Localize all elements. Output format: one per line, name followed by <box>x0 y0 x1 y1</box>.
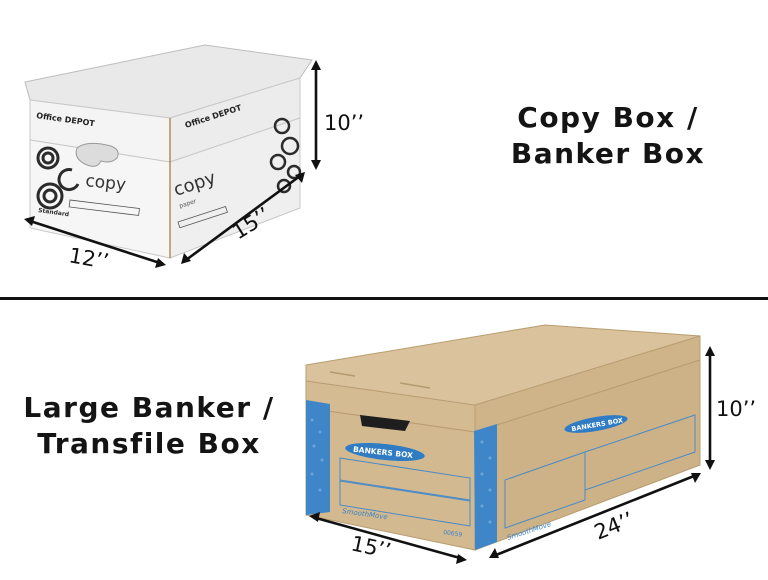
copy-box-width-label: 12’’ <box>67 243 111 274</box>
transfile-box-length-label: 24’’ <box>591 507 637 544</box>
copy-box-title-line1: Copy Box / <box>517 101 699 134</box>
transfile-box-width-label: 15’’ <box>349 531 393 563</box>
copy-box-section: Office DEPOT Office DEPOT copy copy pape… <box>24 44 738 274</box>
grade-label: Standard <box>38 207 70 218</box>
copy-label-front: copy <box>84 171 126 195</box>
copy-box-illustration: Office DEPOT Office DEPOT copy copy pape… <box>24 44 364 274</box>
section-divider <box>0 297 768 300</box>
copy-box-title-line2: Banker Box <box>510 137 706 170</box>
transfile-box-title-line1: Large Banker / <box>23 391 275 424</box>
copy-box-height-label: 10’’ <box>324 111 364 135</box>
model-number-label: 00659 <box>443 529 463 539</box>
transfile-box-height-label: 10’’ <box>716 397 756 421</box>
transfile-box-title: Large Banker / Transfile Box <box>4 390 294 462</box>
copy-box-title: Copy Box / Banker Box <box>478 100 738 172</box>
transfile-box-section: BANKERS BOX BANKERS BOX SmoothMove Smoot… <box>0 300 768 580</box>
transfile-box-title-line2: Transfile Box <box>37 427 261 460</box>
transfile-box-illustration: BANKERS BOX BANKERS BOX SmoothMove Smoot… <box>305 324 756 564</box>
